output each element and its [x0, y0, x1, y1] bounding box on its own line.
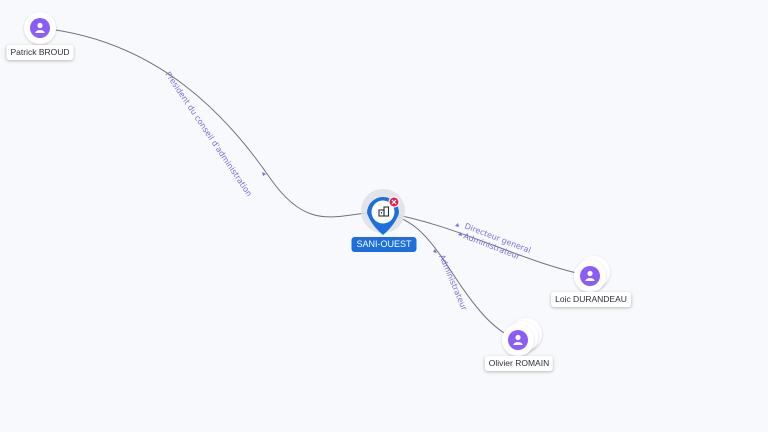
edge-olivier-sani	[381, 211, 519, 341]
close-icon[interactable]	[388, 196, 400, 208]
person-name-label-patrick[interactable]: Patrick BROUD	[6, 45, 74, 60]
person-node-olivier[interactable]	[502, 318, 542, 356]
person-node-patrick[interactable]	[24, 12, 56, 44]
edge-loic-sani	[381, 211, 591, 277]
edge-label-president: President du conseil d'administration	[163, 70, 253, 198]
edge-patrick-sani	[39, 27, 383, 218]
edge-arrow	[458, 232, 462, 236]
edge-label-administrateur-olivier: Administrateur	[437, 253, 469, 312]
company-name-label[interactable]: SANI-OUEST	[351, 237, 417, 252]
building-icon	[378, 206, 390, 217]
person-name-label-olivier[interactable]: Olivier ROMAIN	[484, 356, 554, 371]
company-node-sani-ouest[interactable]	[361, 189, 405, 235]
edge-arrow	[455, 223, 459, 227]
edge-arrow	[433, 249, 437, 253]
person-name-label-loic[interactable]: Loic DURANDEAU	[551, 292, 631, 307]
edge-arrow	[262, 172, 266, 176]
user-icon	[513, 334, 523, 345]
user-icon	[35, 22, 45, 33]
person-node-loic[interactable]	[574, 256, 610, 292]
user-icon	[585, 270, 595, 281]
